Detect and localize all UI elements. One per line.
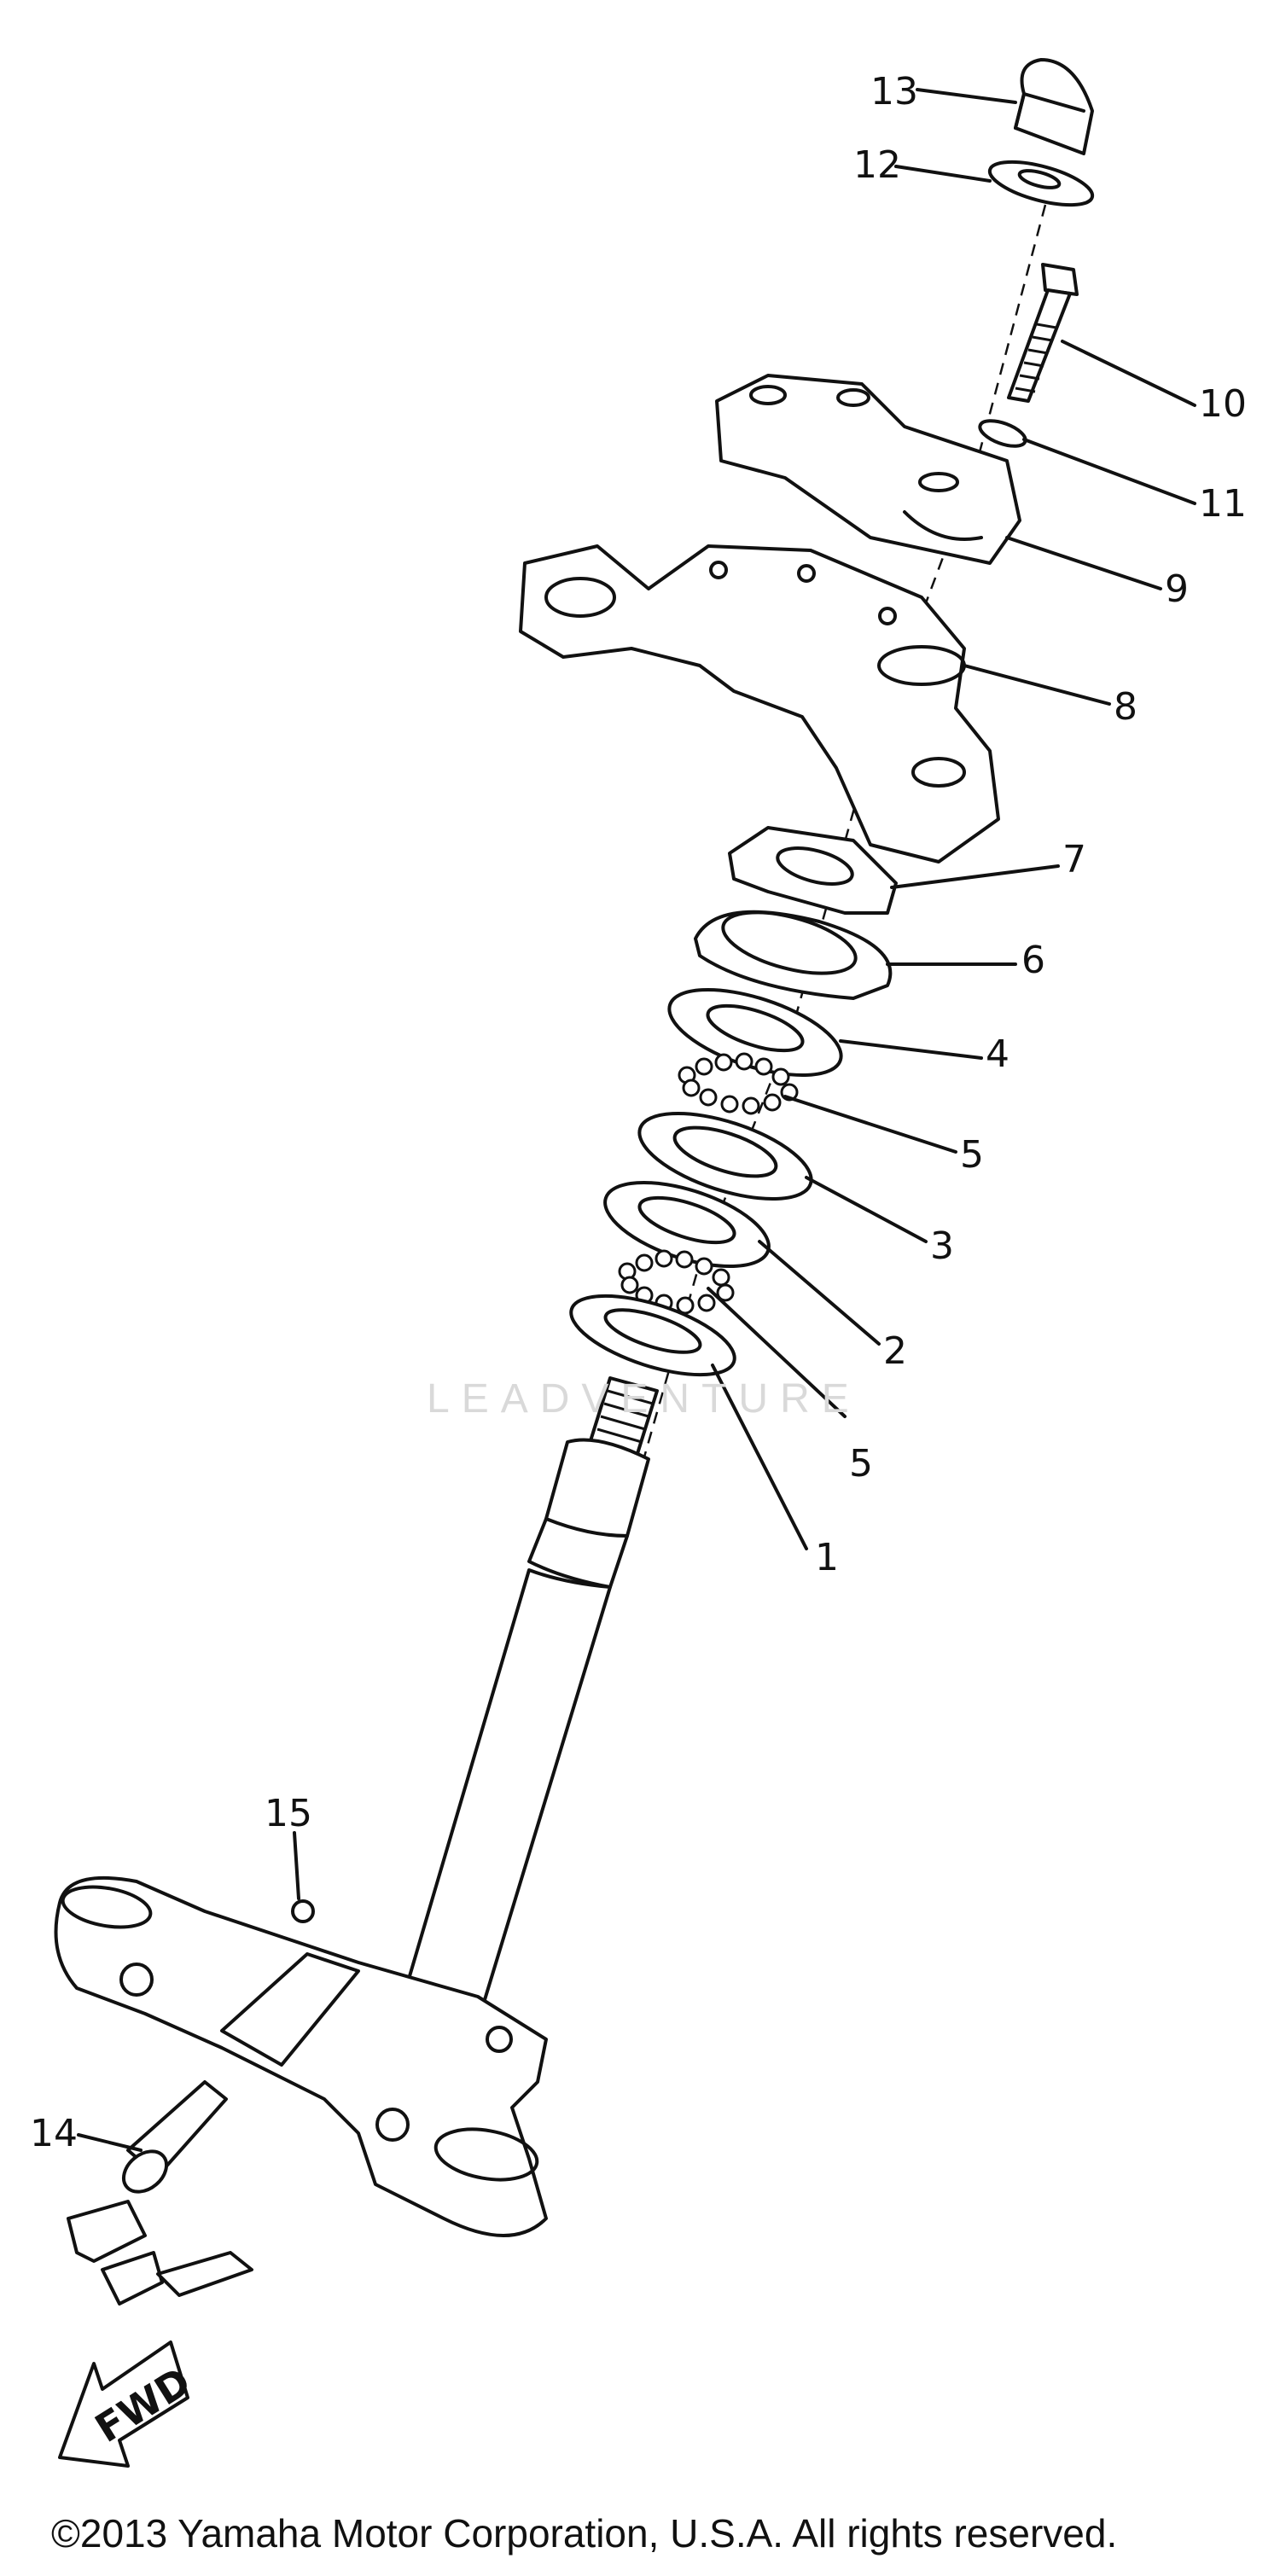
callout-4: 4 [986,1032,1009,1076]
bearing-cover-part [694,910,893,1000]
callout-10: 10 [1199,382,1247,426]
callout-1: 1 [815,1536,839,1579]
callout-2: 2 [883,1329,907,1373]
callout-8: 8 [1114,685,1137,729]
upper-ball-bearings-part [678,1052,799,1115]
small-screw-part [291,1899,315,1923]
callout-5-upper: 5 [960,1133,984,1177]
callout-12: 12 [853,143,901,187]
copyright-text: ©2013 Yamaha Motor Corporation, U.S.A. A… [51,2511,1117,2556]
washer-part [987,160,1095,207]
cap-nut-part [1014,58,1094,155]
lower-ball-bearings-part [618,1249,735,1315]
callout-11: 11 [1199,482,1247,526]
callout-3: 3 [930,1224,954,1268]
lower-cone-race-part [569,1294,736,1377]
upper-bracket-part [519,544,1000,864]
watermark-text: LEADVENTURE [427,1376,861,1422]
callout-5-lower: 5 [849,1442,873,1486]
callout-15: 15 [265,1792,312,1835]
under-bracket-part [54,1875,548,2237]
bolt-washer-part [978,419,1027,448]
ball-race-part [637,1111,813,1201]
callout-13: 13 [870,70,918,113]
callout-6: 6 [1021,939,1045,982]
forward-direction-arrow: FWD [58,2340,199,2468]
steering-lock-part [67,2080,253,2306]
leader-lines [77,88,1196,2152]
ring-nut-part [728,826,898,915]
callout-9: 9 [1165,567,1189,611]
pinch-bolt-part [1007,263,1079,403]
steering-stem-part [399,1376,659,2024]
callout-14: 14 [30,2112,78,2155]
callout-7: 7 [1062,838,1086,881]
handlebar-holder-part [715,374,1021,565]
